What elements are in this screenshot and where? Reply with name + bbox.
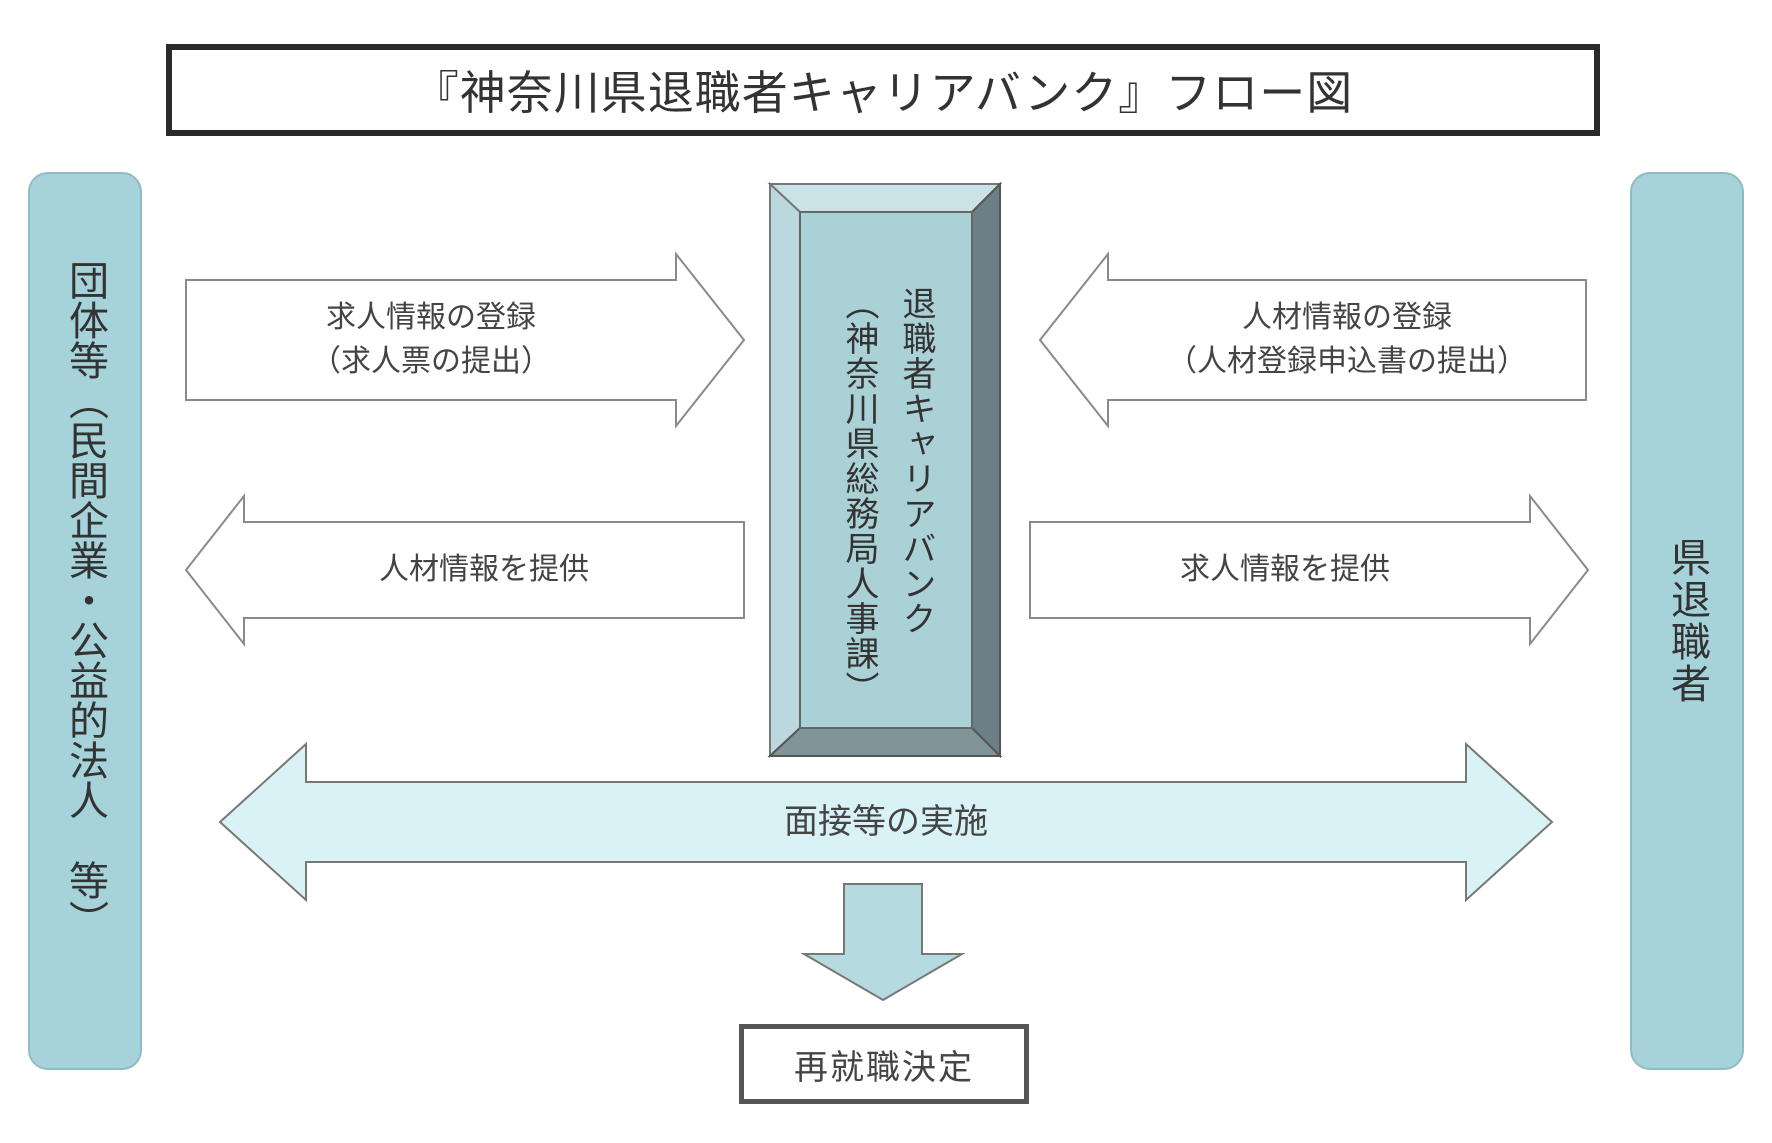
arrow-bank-to-retiree: [1029, 493, 1590, 647]
center-bank-front-face: [799, 211, 973, 729]
arrow-employer-to-bank: [185, 251, 746, 429]
center-bank-bottom-face: [767, 727, 1003, 757]
right-party-label: 県退職者: [1664, 537, 1710, 705]
result-box: 再就職決定: [739, 1024, 1029, 1104]
label-bank-to-employer: 人材情報を提供: [244, 548, 724, 592]
diagram-title-box: 『神奈川県退職者キャリアバンク』フロー図: [166, 44, 1600, 136]
arrow-retiree-to-bank: [1038, 251, 1587, 429]
result-label: 再就職決定: [794, 1047, 974, 1088]
arrow-bank-to-employer: [184, 493, 745, 647]
center-bank-left-face: [769, 181, 801, 759]
left-party-panel: 団体等（民間企業・公益的法人 等）: [28, 172, 142, 1070]
center-bank-label: 退職者キャリアバンク （神奈川県総務局人事課）: [800, 212, 976, 728]
label-interview: 面接等の実施: [306, 800, 1466, 844]
center-bank-right-face: [971, 181, 1001, 759]
label-bank-to-employer-text: 人材情報を提供: [379, 552, 589, 587]
center-bank-sub: （神奈川県総務局人事課）: [839, 286, 879, 706]
label-employer-to-bank: 求人情報の登録 （求人票の提出）: [186, 296, 676, 384]
arrow-down-to-result: [800, 883, 966, 1002]
label-employer-to-bank-line2: （求人票の提出）: [311, 344, 551, 379]
center-bank-name: 退職者キャリアバンク: [896, 286, 936, 636]
diagram-title: 『神奈川県退職者キャリアバンク』フロー図: [412, 66, 1354, 120]
label-retiree-to-bank: 人材情報の登録 （人材登録申込書の提出）: [1108, 296, 1586, 384]
label-interview-text: 面接等の実施: [784, 802, 988, 842]
center-bank-top-face: [767, 183, 1003, 213]
center-bank-box: [767, 181, 1003, 759]
arrow-interview: [218, 741, 1554, 903]
label-retiree-to-bank-line2: （人材登録申込書の提出）: [1167, 344, 1527, 379]
label-retiree-to-bank-line1: 人材情報の登録: [1242, 300, 1452, 335]
label-bank-to-retiree: 求人情報を提供: [1040, 548, 1530, 592]
label-bank-to-retiree-text: 求人情報を提供: [1180, 552, 1390, 587]
left-party-label: 団体等（民間企業・公益的法人 等）: [62, 260, 108, 940]
label-employer-to-bank-line1: 求人情報の登録: [326, 300, 536, 335]
right-party-panel: 県退職者: [1630, 172, 1744, 1070]
